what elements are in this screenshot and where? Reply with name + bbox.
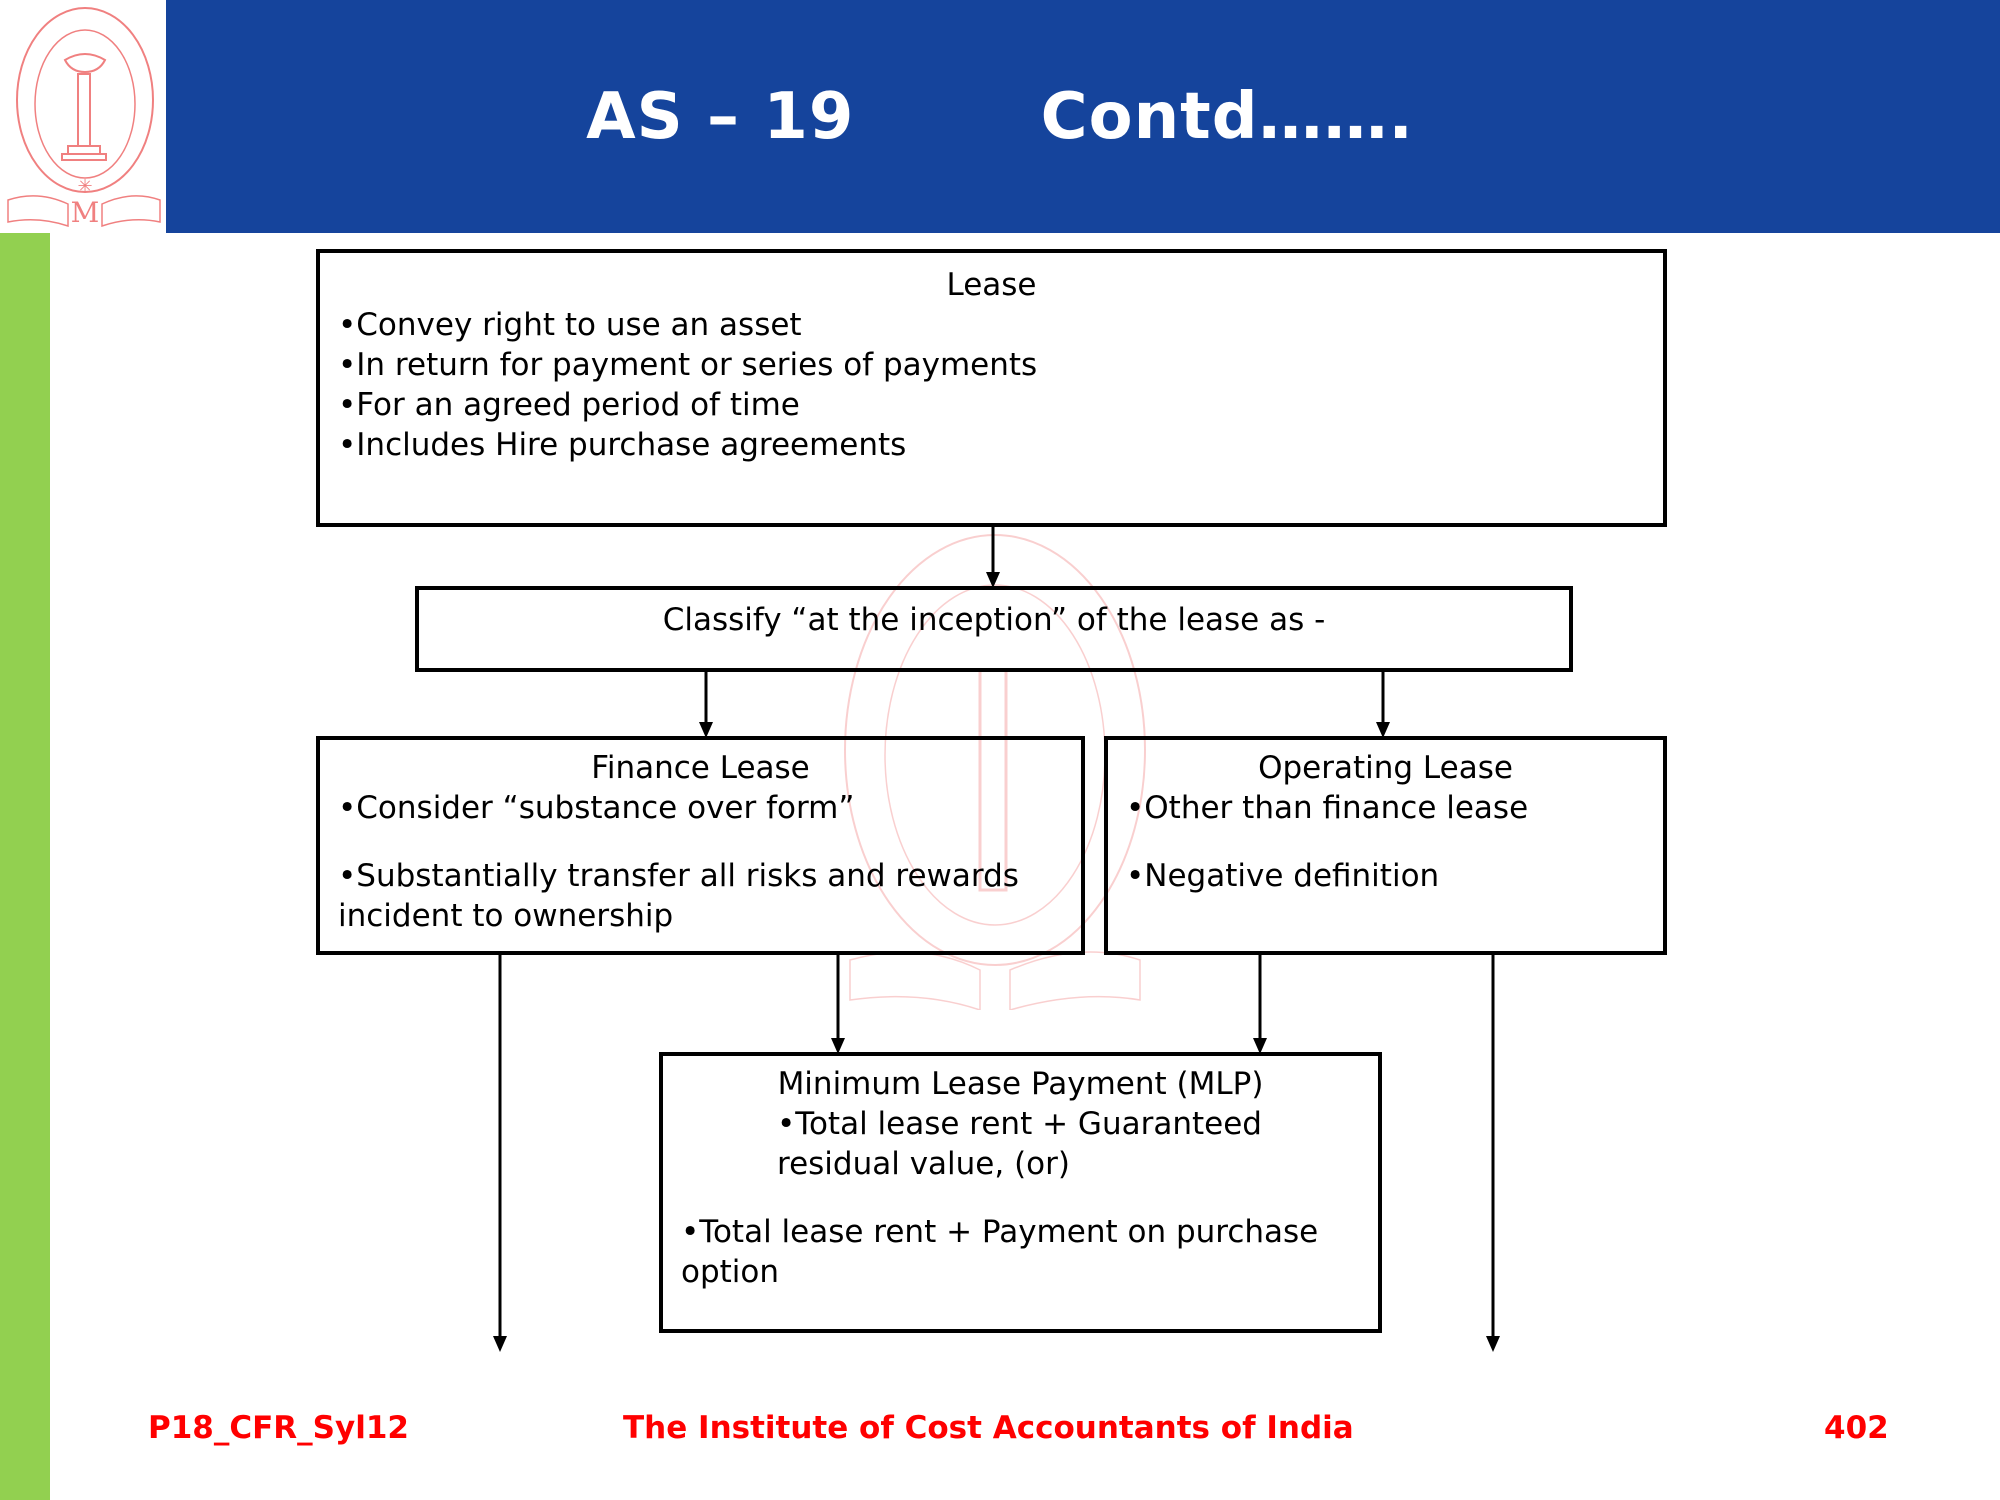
spacer bbox=[681, 1184, 1360, 1212]
footer-institute-name: The Institute of Cost Accountants of Ind… bbox=[623, 1410, 1354, 1446]
operating-lease-box: Operating Lease •Other than finance leas… bbox=[1104, 736, 1667, 955]
slide-title: AS – 19 Contd……. bbox=[0, 0, 2000, 233]
institute-logo: M ✳ bbox=[0, 0, 166, 233]
lease-box: Lease •Convey right to use an asset •In … bbox=[316, 249, 1667, 527]
mlp-bullet: •Total lease rent + Payment on purchase … bbox=[681, 1214, 1319, 1290]
lease-bullet: •Includes Hire purchase agreements bbox=[338, 427, 907, 463]
side-accent-bar bbox=[0, 233, 50, 1500]
svg-text:✳: ✳ bbox=[77, 176, 92, 197]
finance-lease-box: Finance Lease •Consider “substance over … bbox=[316, 736, 1085, 955]
spacer bbox=[338, 828, 1063, 856]
institute-emblem-icon: M ✳ bbox=[7, 7, 161, 229]
footer-page-number: 402 bbox=[1824, 1410, 1889, 1446]
lease-bullet: •Convey right to use an asset bbox=[338, 307, 802, 343]
lease-heading: Lease bbox=[946, 267, 1037, 303]
arrowhead-icon bbox=[1486, 1336, 1500, 1352]
footer-course-code: P18_CFR_Syl12 bbox=[148, 1410, 409, 1446]
arrowhead-icon bbox=[493, 1336, 507, 1352]
classify-text: Classify “at the inception” of the lease… bbox=[662, 602, 1326, 638]
mlp-heading: Minimum Lease Payment (MLP) bbox=[777, 1066, 1264, 1102]
slide-title-contd: Contd……. bbox=[1040, 79, 1414, 154]
finance-lease-bullet: •Substantially transfer all risks and re… bbox=[338, 858, 1019, 934]
spacer bbox=[1126, 828, 1645, 856]
finance-lease-bullet: •Consider “substance over form” bbox=[338, 790, 855, 826]
title-banner bbox=[166, 0, 2000, 233]
slide-title-topic: AS – 19 bbox=[586, 79, 855, 154]
title-spacer bbox=[854, 80, 1040, 154]
lease-bullet: •For an agreed period of time bbox=[338, 387, 800, 423]
svg-text:M: M bbox=[71, 196, 100, 229]
classify-box: Classify “at the inception” of the lease… bbox=[415, 586, 1573, 672]
lease-bullet: •In return for payment or series of paym… bbox=[338, 347, 1038, 383]
finance-lease-heading: Finance Lease bbox=[591, 750, 810, 786]
operating-lease-bullet: •Other than finance lease bbox=[1126, 790, 1529, 826]
operating-lease-heading: Operating Lease bbox=[1258, 750, 1513, 786]
mlp-bullet: •Total lease rent + Guaranteed residual … bbox=[777, 1106, 1262, 1182]
operating-lease-bullet: •Negative definition bbox=[1126, 858, 1440, 894]
mlp-box: Minimum Lease Payment (MLP) •Total lease… bbox=[659, 1052, 1382, 1333]
